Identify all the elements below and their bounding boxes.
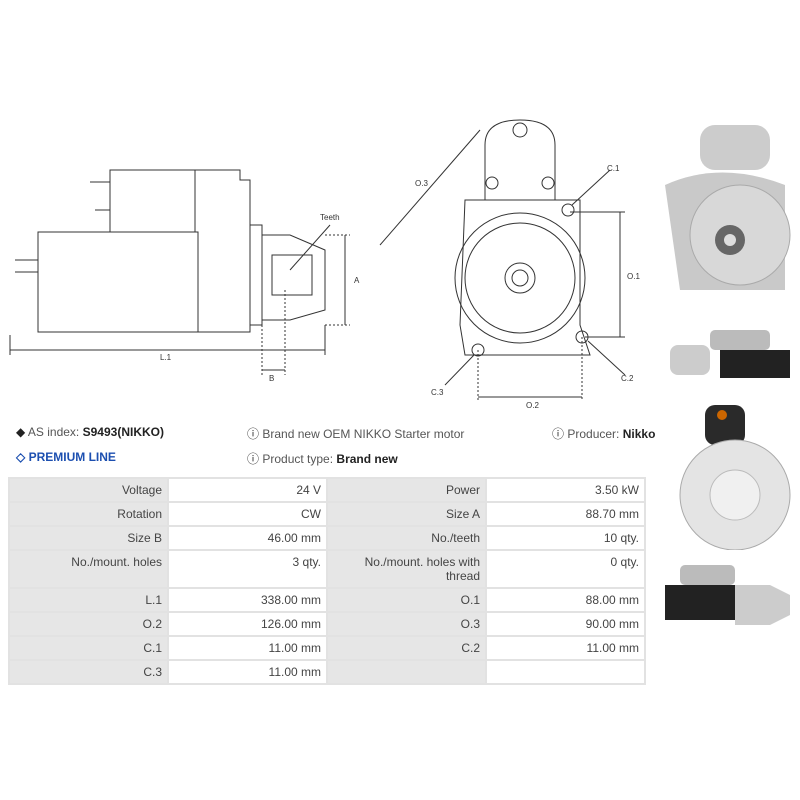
spec-value: 24 V (167, 477, 328, 503)
front-view-drawing (379, 119, 626, 400)
label-c1: C.1 (607, 164, 620, 173)
as-index-label: AS index: (27, 425, 80, 439)
spec-value: 10 qty. (485, 525, 646, 551)
label-o2: O.2 (526, 401, 539, 410)
info-icon: ⓘ (247, 427, 260, 441)
spec-value: 46.00 mm (167, 525, 328, 551)
spec-label: O.2 (8, 611, 169, 637)
spec-label (326, 659, 487, 685)
as-index-value: S9493(NIKKO) (82, 425, 164, 439)
label-a: A (354, 276, 360, 285)
label-o1: O.1 (627, 272, 640, 281)
as-index: ◆ AS index: S9493(NIKKO) (16, 425, 164, 439)
premium-line-label: PREMIUM LINE (28, 450, 116, 464)
label-teeth: Teeth (320, 213, 340, 222)
label-c2: C.2 (621, 374, 634, 383)
spec-value: 11.00 mm (167, 659, 328, 685)
product-photo-rear[interactable] (660, 395, 795, 550)
spec-value: CW (167, 501, 328, 527)
spec-label: O.3 (326, 611, 487, 637)
spec-value: 126.00 mm (167, 611, 328, 637)
spec-value: 338.00 mm (167, 587, 328, 613)
spec-value: 0 qty. (485, 549, 646, 589)
info-icon: ⓘ (247, 452, 260, 466)
product-type-label: Product type: (262, 452, 334, 466)
spec-value: 11.00 mm (167, 635, 328, 661)
label-o3: O.3 (415, 179, 428, 188)
producer: ⓘ Producer: Nikko (552, 425, 655, 442)
spec-label: Power (326, 477, 487, 503)
info-icon: ⓘ (552, 427, 565, 441)
product-photo-angle[interactable] (660, 555, 795, 635)
spec-label: Voltage (8, 477, 169, 503)
spec-value: 3 qty. (167, 549, 328, 589)
diamond-icon: ◇ (16, 450, 26, 464)
premium-line-badge[interactable]: ◇ PREMIUM LINE (16, 450, 116, 464)
product-type-value: Brand new (336, 452, 398, 466)
spec-value: 11.00 mm (485, 635, 646, 661)
spec-label: Size B (8, 525, 169, 551)
producer-label: Producer: (567, 427, 620, 441)
spec-label: C.3 (8, 659, 169, 685)
spec-label: No./mount. holes (8, 549, 169, 589)
spec-value: 3.50 kW (485, 477, 646, 503)
description: ⓘ Brand new OEM NIKKO Starter motor (247, 425, 464, 442)
product-photo-front[interactable] (660, 115, 795, 310)
spec-label: C.2 (326, 635, 487, 661)
side-view-drawing (9, 169, 350, 375)
producer-value: Nikko (622, 427, 656, 441)
spec-label: No./teeth (326, 525, 487, 551)
label-b: B (269, 374, 275, 383)
spec-value: 90.00 mm (485, 611, 646, 637)
spec-value: 88.00 mm (485, 587, 646, 613)
spec-label: L.1 (8, 587, 169, 613)
spec-value: 88.70 mm (485, 501, 646, 527)
product-photo-side[interactable] (660, 315, 795, 385)
spec-value (485, 659, 646, 685)
spec-label: Size A (326, 501, 487, 527)
spec-label: C.1 (8, 635, 169, 661)
product-type: ⓘ Product type: Brand new (247, 450, 398, 467)
tags-icon: ◆ (16, 425, 26, 439)
label-l1: L.1 (160, 353, 172, 362)
label-c3: C.3 (431, 388, 444, 397)
spec-label: No./mount. holes with thread (326, 549, 487, 589)
spec-label: O.1 (326, 587, 487, 613)
spec-label: Rotation (8, 501, 169, 527)
description-text: Brand new OEM NIKKO Starter motor (262, 427, 465, 441)
